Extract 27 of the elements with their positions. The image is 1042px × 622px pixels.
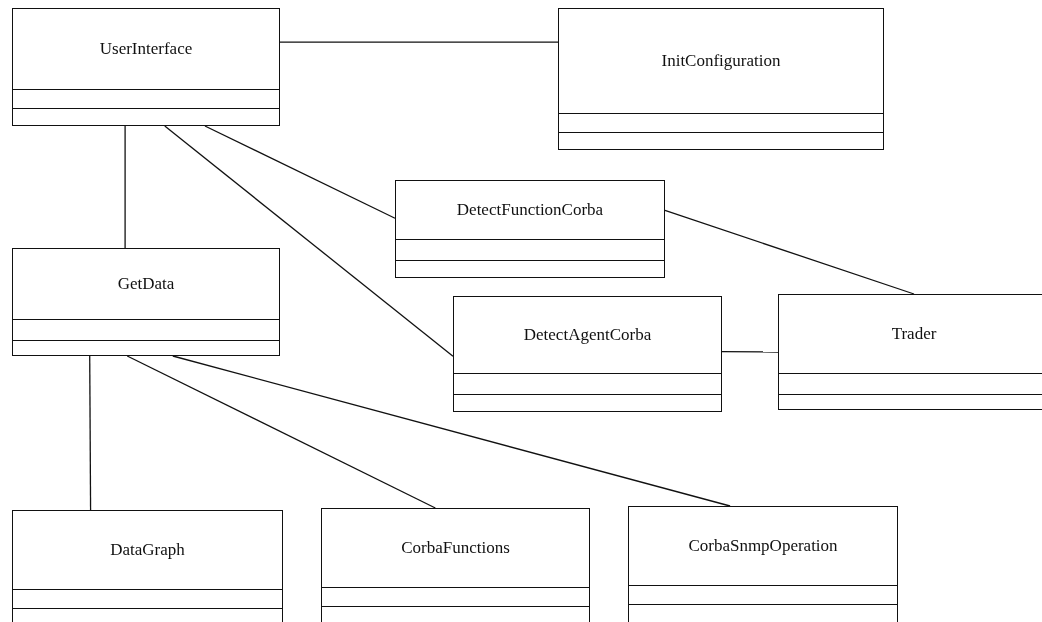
association-line (126, 355, 436, 509)
class-box (12, 248, 280, 356)
class-name: DataGraph (110, 540, 185, 560)
class-box (558, 8, 884, 150)
association-line (664, 209, 915, 295)
class-name: InitConfiguration (661, 51, 781, 71)
class-name: CorbaSnmpOperation (688, 536, 838, 556)
class-name: DetectAgentCorba (523, 325, 652, 345)
class-box (12, 510, 283, 622)
association-line (124, 125, 126, 249)
class-box (321, 508, 590, 622)
class-name: CorbaFunctions (401, 538, 510, 558)
association-line (172, 355, 731, 507)
class-name: DetectFunctionCorba (456, 200, 604, 220)
class-box (12, 8, 280, 126)
class-name: UserInterface (99, 39, 193, 59)
class-box (778, 294, 1042, 410)
association-line (164, 125, 454, 357)
class-box (395, 180, 665, 278)
class-name: GetData (117, 274, 175, 294)
association-line (721, 351, 779, 353)
association-line (89, 355, 92, 511)
association-line (204, 125, 396, 219)
class-box (628, 506, 898, 622)
association-line (279, 41, 559, 43)
class-name: Trader (891, 324, 937, 344)
class-box (453, 296, 722, 412)
